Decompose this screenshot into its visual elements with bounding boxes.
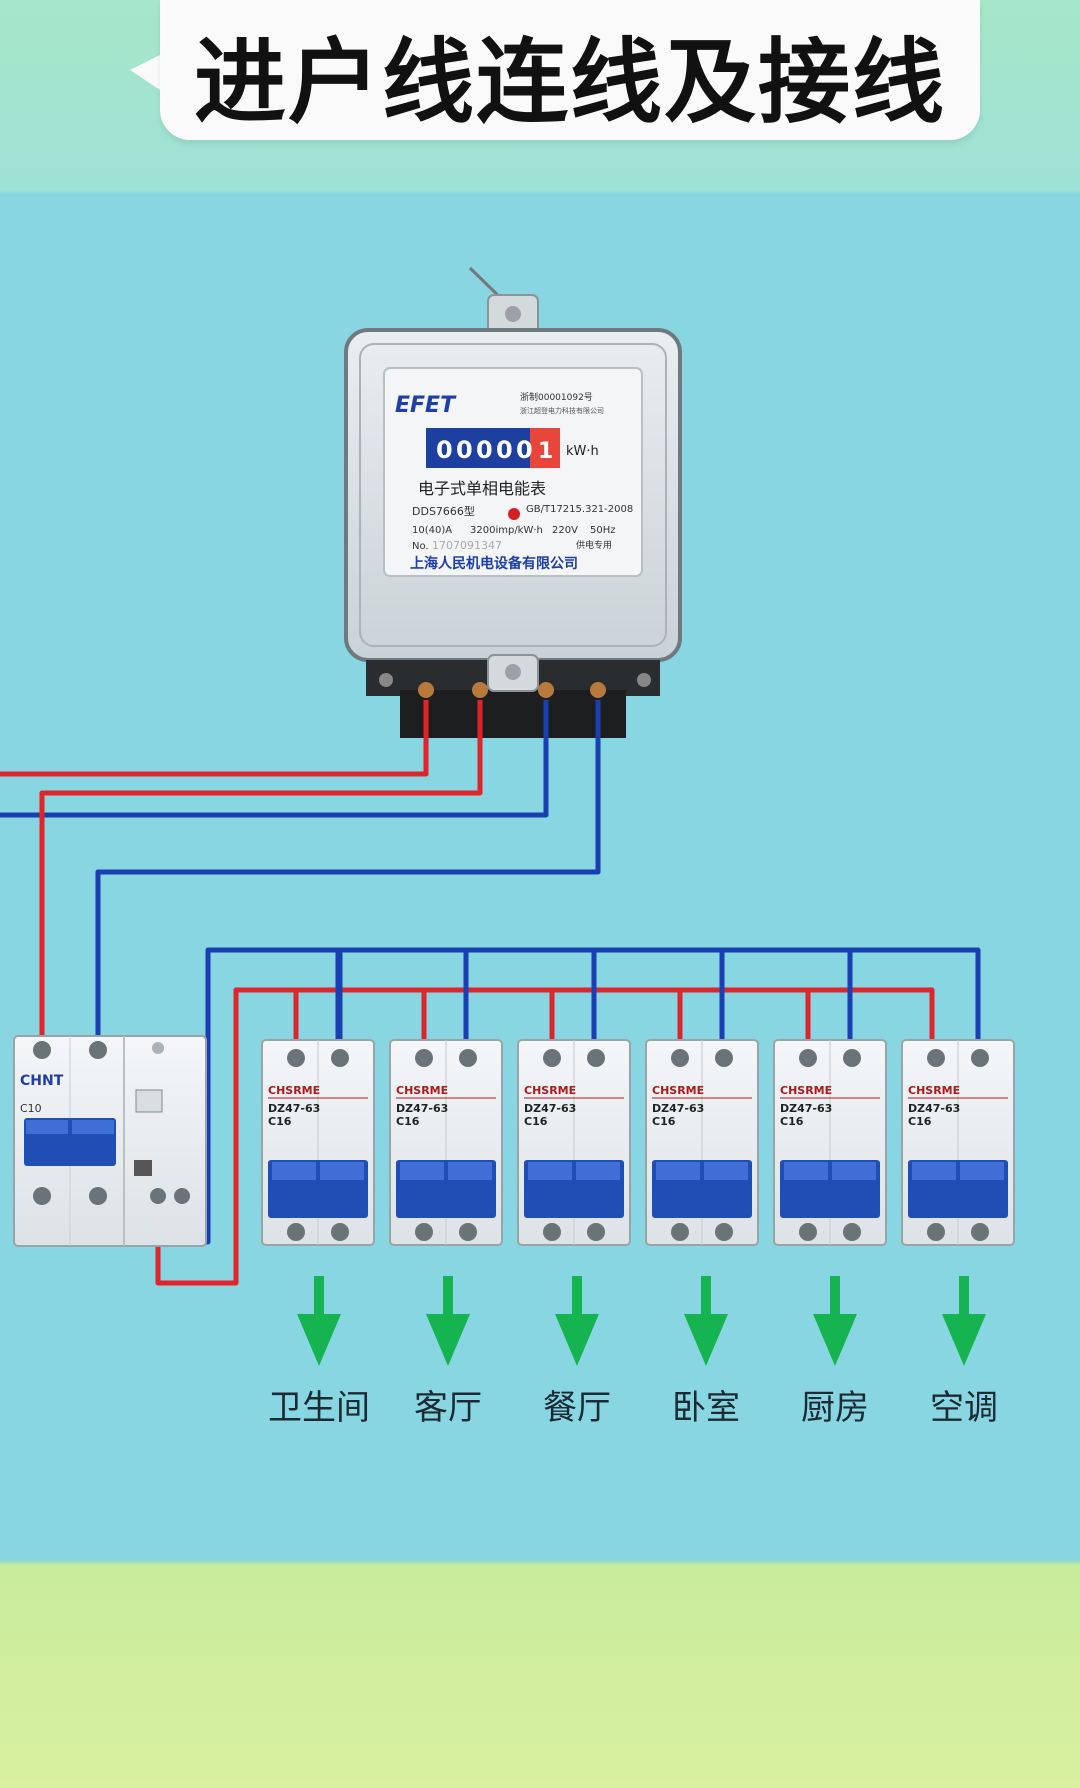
breaker-model: DZ47-63 [396,1102,448,1115]
main-breaker-brand: CHNT [20,1073,64,1089]
breaker-brand: CHSRME [908,1084,960,1097]
meter-name: 电子式单相电能表 [418,479,546,498]
meter-frequency: 50Hz [590,525,616,536]
breaker-rating: C16 [652,1115,676,1128]
breaker-brand: CHSRME [396,1084,448,1097]
meter-company: 上海人民机电设备有限公司 [410,555,578,572]
breaker-brand: CHSRME [652,1084,704,1097]
title-bubble: 进户线连线及接线 [160,0,980,140]
breaker-rating: C16 [396,1115,420,1128]
meter-digit-3: 0 [476,436,493,464]
meter-standard: GB/T17215.321-2008 [526,504,633,515]
meter-current: 10(40)A [412,525,452,536]
circuit-label-3: 餐厅 [543,1388,611,1428]
circuit-label-4: 卧室 [672,1388,740,1428]
meter-unit: kW·h [566,444,599,459]
down-arrow-icon [297,1276,341,1366]
breaker-brand: CHSRME [780,1084,832,1097]
meter-digit-5: 0 [516,436,533,464]
meter-out-live-wire [39,700,483,1048]
down-arrow-icon [426,1276,470,1366]
breaker-rating: C16 [780,1115,804,1128]
incoming-live-wire [0,700,429,777]
energy-meter: EFET 浙制00001092号 浙江超登电力科技有限公司 0 0 0 0 0 … [344,266,682,738]
circuit-label-6: 空调 [930,1388,998,1428]
meter-voltage: 220V [552,525,578,536]
branch-breakers: CHSRMEDZ47-63C16CHSRMEDZ47-63C16CHSRMEDZ… [261,1039,1015,1246]
busbar-live-wire [155,987,935,1286]
meter-digit-4: 0 [496,436,513,464]
breaker-brand: CHSRME [524,1084,576,1097]
main-breaker-model: C10 [20,1102,42,1115]
breaker-model: DZ47-63 [908,1102,960,1115]
page-title: 进户线连线及接线 [193,29,946,136]
down-arrow-icon [942,1276,986,1366]
meter-digit-2: 0 [456,436,473,464]
down-arrow-icon [684,1276,728,1366]
breaker-model: DZ47-63 [780,1102,832,1115]
circuit-label-1: 卫生间 [268,1388,370,1428]
test-button[interactable] [134,1160,152,1176]
incoming-neutral-wire [0,700,549,818]
breaker-rating: C16 [524,1115,548,1128]
circuit-label-5: 厨房 [801,1388,869,1428]
meter-out-neutral-wire [95,700,601,1048]
meter-brand: EFET [395,393,457,418]
down-arrow-icon [555,1276,599,1366]
main-breaker: CHNT C10 [13,1035,207,1247]
meter-digit-1: 0 [436,436,453,464]
meter-constant: 3200imp/kW·h [470,525,543,536]
down-arrow-icon [813,1276,857,1366]
breaker-rating: C16 [268,1115,292,1128]
meter-serial: 1707091347 [432,539,502,552]
breaker-model: DZ47-63 [652,1102,704,1115]
breaker-rating: C16 [908,1115,932,1128]
circuit-arrows [297,1276,986,1366]
meter-serial-label: No. [412,541,429,552]
meter-model: DDS7666型 [412,504,475,518]
breaker-model: DZ47-63 [524,1102,576,1115]
breaker-model: DZ47-63 [268,1102,320,1115]
breaker-brand: CHSRME [268,1084,320,1097]
meter-digit-6: 1 [538,439,553,464]
meter-reading: 0 0 0 0 0 1 [436,436,553,464]
pulse-led-icon [508,508,520,520]
meter-cert: 浙制00001092号 [520,391,593,403]
meter-supply: 供电专用 [576,539,612,551]
circuit-label-2: 客厅 [414,1388,482,1428]
meter-maker-small: 浙江超登电力科技有限公司 [520,406,604,415]
